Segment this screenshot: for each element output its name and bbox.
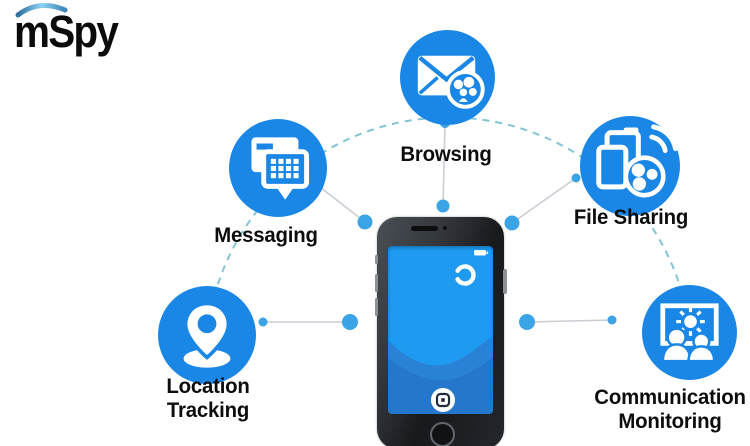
power-button: [503, 269, 507, 294]
earpiece-speaker: [411, 226, 438, 231]
screen-people-icon: [642, 285, 737, 380]
mute-switch: [374, 255, 378, 264]
volume-up-button: [374, 274, 378, 292]
phone-screen: [388, 246, 493, 414]
rounded-square-app-icon: [431, 388, 455, 412]
email-envelope-group-icon: [400, 30, 495, 125]
home-button: [430, 422, 455, 446]
logo-text: mSpy: [14, 6, 119, 57]
messaging-chat-keyboard-icon: [229, 119, 327, 217]
feature-label-communication-monitoring: Communication Monitoring: [594, 386, 746, 433]
feature-label-file-sharing: File Sharing: [573, 206, 689, 229]
feature-label-messaging: Messaging: [214, 224, 318, 247]
smartphone: [374, 217, 507, 446]
feature-label-browsing: Browsing: [400, 143, 492, 166]
volume-down-button: [374, 298, 378, 316]
wave-shape-dark: [388, 357, 493, 414]
map-pin-ripple-icon: [158, 286, 256, 384]
swoosh-arc-icon: [15, 3, 68, 18]
mspy-logo: mSpy: [12, 0, 152, 60]
files-share-signal-icon: [580, 116, 680, 216]
battery-icon: [474, 250, 489, 256]
front-camera: [443, 226, 447, 230]
feature-label-location-tracking: Location Tracking: [166, 375, 250, 422]
mspy-swoosh-icon: [455, 264, 476, 286]
